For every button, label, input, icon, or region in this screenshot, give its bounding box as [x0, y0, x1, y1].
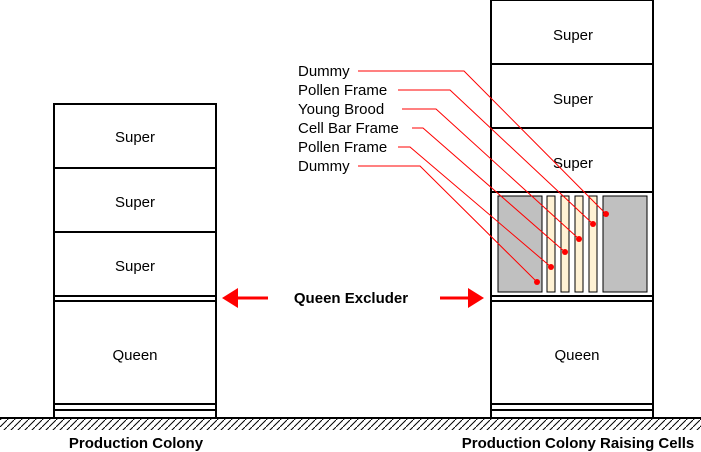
- left-queen-label: Queen: [112, 347, 157, 364]
- left-colony: Super Super Super Queen Production Colon…: [53, 103, 217, 452]
- young-brood-frame: [574, 195, 584, 293]
- pollen-frame-right: [588, 195, 598, 293]
- right-arrow-icon: [440, 288, 484, 308]
- dummy-board-left: [497, 195, 543, 293]
- frame-label-dummy-top: Dummy: [298, 63, 350, 80]
- frame-label-dummy-bottom: Dummy: [298, 158, 350, 175]
- frame-label-pollen-bottom: Pollen Frame: [298, 139, 387, 156]
- pollen-frame-left: [546, 195, 556, 293]
- left-super-3-label: Super: [115, 258, 155, 275]
- queen-excluder-label: Queen Excluder: [294, 290, 408, 307]
- leader-dummy-left: [358, 165, 540, 285]
- left-colony-caption: Production Colony: [69, 435, 204, 452]
- leader-cell-bar: [412, 127, 568, 255]
- right-super-2-label: Super: [553, 91, 593, 108]
- left-super-2-label: Super: [115, 194, 155, 211]
- left-hive-outline: [53, 103, 217, 419]
- right-colony: Super Super Super Queen Production Colon…: [462, 0, 695, 452]
- left-super-1-label: Super: [115, 129, 155, 146]
- leader-dummy-right: [358, 70, 609, 217]
- frame-labels: Dummy Pollen Frame Young Brood Cell Bar …: [298, 63, 609, 285]
- cell-bar-frame: [560, 195, 570, 293]
- leader-pollen-left: [398, 146, 554, 270]
- leader-young-brood: [402, 108, 582, 242]
- right-colony-caption: Production Colony Raising Cells: [462, 435, 695, 452]
- right-super-1-label: Super: [553, 27, 593, 44]
- frame-label-cell-bar: Cell Bar Frame: [298, 120, 399, 137]
- right-super-3-label: Super: [553, 155, 593, 172]
- queen-excluder-callout: Queen Excluder: [222, 288, 484, 308]
- dummy-board-right: [602, 195, 648, 293]
- ground: [0, 417, 701, 430]
- right-queen-label: Queen: [554, 347, 599, 364]
- left-arrow-icon: [222, 288, 268, 308]
- frame-label-pollen-top: Pollen Frame: [298, 82, 387, 99]
- frame-label-young-brood: Young Brood: [298, 101, 384, 118]
- frame-arrangement: [497, 195, 648, 293]
- leader-pollen-right: [398, 89, 596, 227]
